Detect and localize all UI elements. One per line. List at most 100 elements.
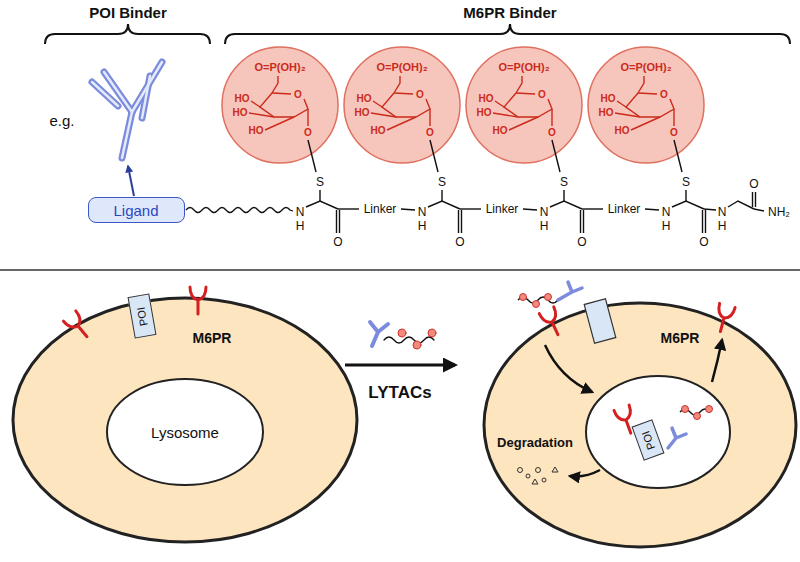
divider <box>0 269 800 271</box>
bond-line <box>551 109 552 126</box>
atom-label: H <box>296 220 305 232</box>
bond-line <box>339 210 340 233</box>
bond-line <box>702 210 703 233</box>
atom-label: H <box>418 220 427 232</box>
node-text: POI <box>640 429 657 451</box>
atom-label: H <box>662 220 671 232</box>
atom-label: O <box>577 236 586 248</box>
brace <box>225 24 790 44</box>
m6pr-receptor <box>713 303 735 333</box>
atom-label: O <box>294 90 302 100</box>
atom-label: N <box>296 206 305 218</box>
antibody <box>92 62 162 158</box>
bond-line <box>461 210 462 233</box>
lysosome <box>586 376 730 488</box>
bond-line <box>460 208 481 209</box>
atom-label: O <box>455 236 464 248</box>
binder-heading: POI Binder <box>89 5 167 20</box>
uptake-arrow <box>545 345 592 392</box>
atom-label: N <box>718 206 727 218</box>
atom-label: O <box>538 90 546 100</box>
bond-line <box>645 209 659 210</box>
bond-line <box>307 109 308 126</box>
degradation-arrow <box>570 470 600 476</box>
bond-line <box>755 192 756 207</box>
bond-line <box>582 208 603 209</box>
bond-line <box>249 113 274 117</box>
atom-label: HO <box>479 94 494 104</box>
bond-line <box>394 93 413 94</box>
bond-line <box>338 208 359 209</box>
atom-label: O <box>416 90 424 100</box>
bond-line <box>430 140 438 172</box>
bond-line <box>306 201 338 209</box>
bond-line <box>308 140 316 172</box>
atom-label: O=P(OH)₂ <box>376 62 427 73</box>
m6pr-receptor <box>539 307 565 338</box>
atom-label: HO <box>371 126 386 136</box>
bond-line <box>401 209 415 210</box>
poi-shape <box>584 299 616 343</box>
bond-line <box>441 190 442 201</box>
atom-label: O <box>304 128 312 138</box>
bond-line <box>319 190 320 201</box>
bond-line <box>552 140 560 172</box>
atom-label: H <box>718 220 727 232</box>
bond-line <box>550 201 582 209</box>
cell-label: LYTACs <box>368 384 431 401</box>
atom-label: H <box>540 220 549 232</box>
bond-line <box>336 210 337 233</box>
atom-label: O <box>749 178 758 190</box>
lytac-chain <box>518 282 582 308</box>
atom-label: HO <box>477 108 492 118</box>
bond-line <box>685 190 686 201</box>
bond-line <box>672 201 704 209</box>
process-arrow <box>345 364 455 367</box>
bond-line <box>265 117 294 130</box>
node-text: Lysosome <box>151 425 219 440</box>
lysosome: Lysosome <box>105 377 265 487</box>
atom-label: O=P(OH)₂ <box>498 62 549 73</box>
atom-label: S <box>438 176 446 188</box>
atom-label: O=P(OH)₂ <box>254 62 305 73</box>
atom-label: S <box>560 176 568 188</box>
atom-label: HO <box>233 108 248 118</box>
bond-line <box>638 76 644 93</box>
atom-label: HO <box>249 126 264 136</box>
m6p-circle <box>466 47 582 163</box>
bond-line <box>583 210 584 233</box>
bond-line <box>673 109 674 126</box>
node-text: Ligand <box>113 203 158 218</box>
atom-label: O <box>548 128 556 138</box>
bond-line <box>580 210 581 233</box>
example-note: e.g. <box>49 113 74 128</box>
lytac-icon <box>370 322 436 349</box>
recycle-arrow <box>712 340 722 382</box>
m6pr-receptor <box>190 287 206 314</box>
m6pr-receptor <box>64 311 94 342</box>
atom-label: S <box>682 176 690 188</box>
bond-line <box>752 192 753 207</box>
debris <box>518 467 559 484</box>
ligand-arrow <box>128 166 134 196</box>
bond-line <box>563 190 564 201</box>
bond-line <box>429 109 430 126</box>
cell-label: Degradation <box>497 436 573 449</box>
bond-line <box>674 140 682 172</box>
m6p-circle <box>344 47 460 163</box>
atom-label: HO <box>357 94 372 104</box>
atom-label: N <box>662 206 671 218</box>
bond-line <box>371 113 396 117</box>
cell <box>484 303 796 547</box>
m6p-circle <box>222 47 338 163</box>
linker-label: Linker <box>364 203 397 215</box>
bond-line <box>458 210 459 233</box>
brace <box>45 24 210 44</box>
bond-line <box>523 209 537 210</box>
atom-label: O <box>660 90 668 100</box>
bond-line <box>754 209 764 211</box>
bond-line <box>615 113 640 117</box>
atom-label: N <box>540 206 549 218</box>
bond-line <box>631 117 660 130</box>
